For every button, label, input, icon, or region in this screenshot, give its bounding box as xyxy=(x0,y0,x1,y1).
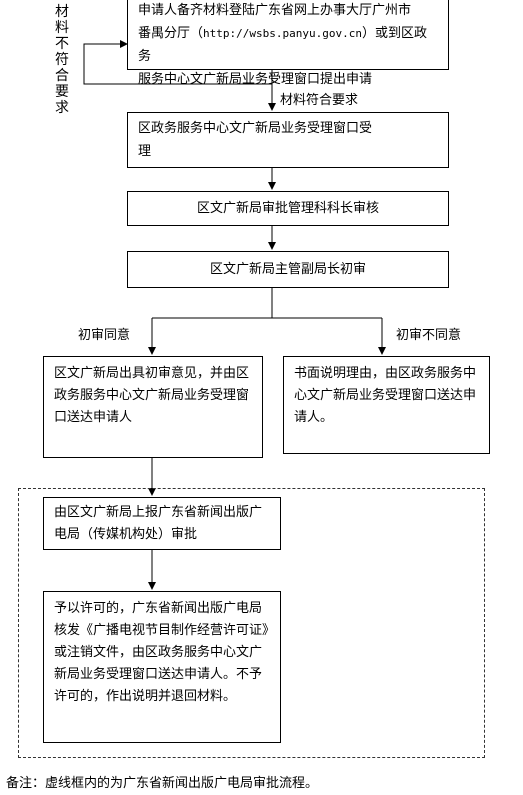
apply-url: http://wsbs.panyu.gov.cn xyxy=(203,27,362,40)
final-text: 予以许可的，广东省新闻出版广电局核发《广播电视节目制作经营许可证》或注销文件，由… xyxy=(54,601,269,704)
prelim-box: 区文广新局主管副局长初审 xyxy=(127,251,449,288)
footnote: 备注：虚线框内的为广东省新闻出版广电局审批流程。 xyxy=(6,776,319,791)
province-approval-region xyxy=(18,488,485,758)
loop-back-arrow xyxy=(83,40,273,85)
apply-box: 申请人备齐材料登陆广东省网上办事大厅广州市 番禺分厅（http://wsbs.p… xyxy=(127,0,449,87)
final-box: 予以许可的，广东省新闻出版广电局核发《广播电视节目制作经营许可证》或注销文件，由… xyxy=(43,591,281,743)
prelim-text: 区文广新局主管副局长初审 xyxy=(209,262,366,277)
accept-line-2: 理 xyxy=(138,144,152,159)
disagree-outcome-box: 书面说明理由，由区政务服务中心文广新局业务受理窗口送达申请人。 xyxy=(283,356,490,454)
accept-line-1: 区政务服务中心文广新局业务受理窗口受 xyxy=(138,121,373,136)
review-box: 区文广新局审批管理科科长审核 xyxy=(127,191,449,226)
disagree-label: 初审不同意 xyxy=(396,328,462,343)
agree-label: 初审同意 xyxy=(78,328,131,343)
not-compliant-label: 材料不符合要求 xyxy=(55,4,69,116)
agree-outcome-box: 区文广新局出具初审意见，并由区政务服务中心文广新局业务受理窗口送达申请人 xyxy=(43,356,263,458)
disagree-outcome-text: 书面说明理由，由区政务服务中心文广新局业务受理窗口送达申请人。 xyxy=(294,366,477,425)
report-text: 由区文广新局上报广东省新闻出版广电局（传媒机构处）审批 xyxy=(54,505,263,542)
report-box: 由区文广新局上报广东省新闻出版广电局（传媒机构处）审批 xyxy=(43,497,281,550)
review-text: 区文广新局审批管理科科长审核 xyxy=(196,201,379,216)
accept-box: 区政务服务中心文广新局业务受理窗口受 理 xyxy=(127,112,449,168)
apply-line-1: 申请人备齐材料登陆广东省网上办事大厅广州市 xyxy=(138,3,412,18)
compliant-label: 材料符合要求 xyxy=(280,93,359,108)
apply-line-2: 番禺分厅（http://wsbs.panyu.gov.cn）或到区政务 xyxy=(138,26,427,64)
agree-outcome-text: 区文广新局出具初审意见，并由区政务服务中心文广新局业务受理窗口送达申请人 xyxy=(54,366,250,425)
apply-line-3: 服务中心文广新局业务受理窗口提出申请 xyxy=(138,72,373,87)
